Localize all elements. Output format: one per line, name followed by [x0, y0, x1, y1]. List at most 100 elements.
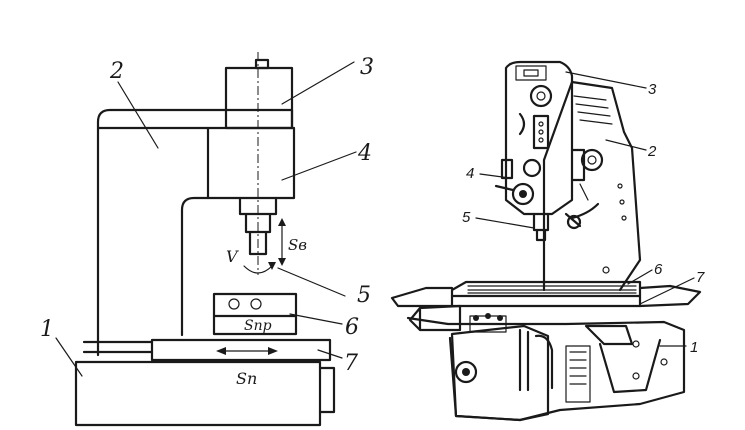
- machine-table-slots: [467, 285, 637, 294]
- machine-figure: 3 2 4 5 6 7 1: [390, 60, 705, 422]
- right-label-3: 3: [648, 81, 657, 98]
- machine-saddle: [408, 304, 462, 332]
- spindle-lever-knob: [566, 214, 582, 230]
- head-handle-curve: [518, 112, 526, 136]
- feed-handle-lever: [494, 184, 515, 192]
- label-sv: Sв: [288, 236, 307, 254]
- table-bolt-left: [228, 298, 240, 310]
- label-snp: Sпр: [244, 318, 272, 334]
- head-nameplate: [523, 69, 539, 77]
- rotation-arrow: [243, 265, 273, 274]
- front-handwheel: [454, 360, 478, 384]
- right-label-2: 2: [647, 143, 657, 160]
- schematic-motor-cap: [254, 58, 270, 70]
- vertical-feed-arrow-down-head: [278, 258, 286, 266]
- label-v: V: [226, 247, 239, 266]
- column-lever: [579, 183, 589, 201]
- column-handwheel-hub: [587, 155, 597, 165]
- right-label-1: 1: [690, 339, 698, 356]
- base-bolt-1: [632, 340, 640, 348]
- leader-right-4: [479, 173, 511, 179]
- column-rivet-4: [602, 266, 610, 274]
- feed-handwheel: [511, 182, 535, 206]
- leader-left-5: [277, 267, 346, 297]
- right-label-7: 7: [696, 269, 705, 286]
- leader-right-5: [475, 217, 535, 229]
- schematic-cutter: [248, 230, 268, 256]
- machine-spindle-head: [504, 60, 574, 216]
- leader-left-6: [289, 313, 343, 325]
- column-rivet-1: [617, 183, 623, 189]
- leader-left-2: [117, 81, 159, 149]
- base-bolt-2: [632, 372, 640, 380]
- machine-column-ribs: [573, 95, 613, 125]
- machine-table-top: [450, 280, 642, 298]
- leader-left-3: [281, 61, 355, 105]
- left-label-1: 1: [40, 317, 54, 342]
- machine-spindle-lever: [564, 202, 600, 228]
- panel-button-1: [538, 121, 544, 127]
- machine-table-slide: [450, 294, 642, 308]
- head-control-panel: [532, 114, 550, 150]
- machine-base: [406, 316, 686, 422]
- machine-platform: [390, 284, 702, 308]
- rotation-arrow-head: [268, 262, 276, 270]
- schematic-base-side-block: [318, 366, 336, 414]
- machine-spindle: [532, 212, 550, 242]
- base-bolt-3: [660, 358, 668, 366]
- leader-right-2: [605, 139, 647, 151]
- front-knob-2: [485, 313, 491, 319]
- head-window: [522, 158, 542, 178]
- leader-left-4: [281, 151, 357, 181]
- schematic-column-inner: [180, 196, 210, 337]
- schematic-saddle: [150, 338, 332, 362]
- leader-right-3: [565, 71, 647, 89]
- label-sn: Sп: [236, 369, 257, 388]
- leader-left-1: [55, 337, 83, 377]
- left-label-6: 6: [345, 315, 359, 340]
- schematic-spindle-box: [206, 126, 296, 200]
- schematic-figure: 2 3 4 5 6 7 1 V Sв Sпр Sп: [40, 52, 374, 427]
- table-bolt-right: [250, 298, 262, 310]
- panel-button-3: [538, 137, 544, 143]
- leader-right-7: [639, 277, 695, 305]
- column-handwheel: [580, 148, 604, 172]
- base-side-panel: [565, 345, 591, 403]
- machine-right-leg: [598, 338, 662, 394]
- schematic-table: [212, 292, 298, 318]
- machine-front-box: [450, 324, 550, 422]
- head-dial-top-center: [536, 91, 546, 101]
- left-label-5: 5: [357, 283, 371, 308]
- longitudinal-feed-arrow-right-head: [268, 347, 278, 355]
- schematic-column: [96, 108, 294, 357]
- column-gearbox-block: [570, 148, 586, 182]
- front-rods: [518, 328, 530, 392]
- longitudinal-feed-arrow-left-head: [216, 347, 226, 355]
- front-pipe: [534, 334, 554, 390]
- front-handwheel-hub: [462, 368, 470, 376]
- machine-right-block: [584, 324, 634, 346]
- base-panel-ribs: [569, 351, 587, 385]
- column-rivet-3: [621, 215, 627, 221]
- right-label-6: 6: [654, 261, 663, 278]
- panel-button-2: [538, 129, 544, 135]
- column-rivet-2: [619, 199, 625, 205]
- leader-left-7: [317, 349, 343, 359]
- schematic-table-slide: [212, 314, 298, 336]
- right-label-5: 5: [462, 209, 471, 226]
- schematic-saddle-guide: [82, 340, 154, 354]
- schematic-base: [74, 360, 322, 427]
- front-knob-1: [473, 315, 479, 321]
- right-label-4: 4: [466, 165, 474, 182]
- left-label-4: 4: [357, 141, 372, 166]
- left-label-7: 7: [344, 351, 358, 376]
- head-top-plate: [515, 65, 547, 81]
- schematic-motor-head: [224, 66, 294, 130]
- left-label-2: 2: [109, 59, 124, 84]
- front-knob-3: [497, 315, 503, 321]
- leader-right-6: [627, 269, 653, 285]
- left-label-3: 3: [360, 55, 374, 80]
- vertical-feed-arrow-up-head: [278, 218, 286, 226]
